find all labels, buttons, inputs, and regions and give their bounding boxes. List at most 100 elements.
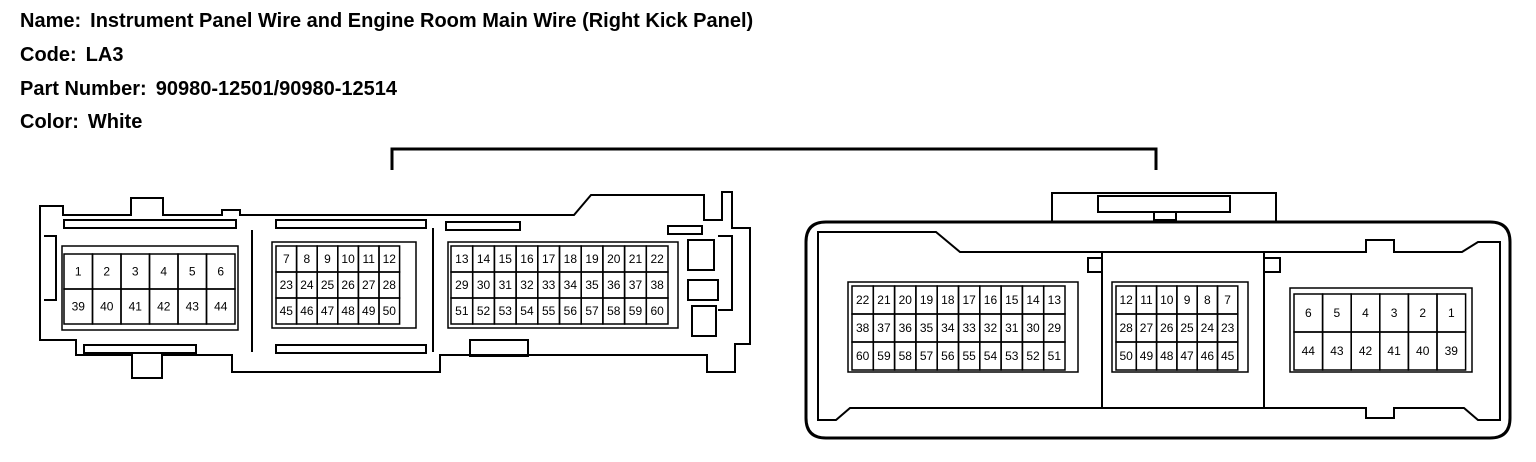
pin-number: 59 xyxy=(629,304,643,318)
pin-number: 30 xyxy=(1026,321,1040,335)
pin-number: 40 xyxy=(1416,344,1430,358)
pin-number: 36 xyxy=(899,321,913,335)
right-block-a-frame xyxy=(847,281,1079,373)
pin-number: 5 xyxy=(189,265,196,279)
pin-number: 29 xyxy=(1048,321,1062,335)
pin-number: 18 xyxy=(941,293,955,307)
pin-number: 41 xyxy=(1387,344,1401,358)
pin-number: 20 xyxy=(899,293,913,307)
pin-number: 21 xyxy=(629,252,643,266)
pin-number: 7 xyxy=(1224,293,1231,307)
pin-number: 27 xyxy=(1140,321,1154,335)
pin-number: 12 xyxy=(383,252,397,266)
pin-number: 30 xyxy=(477,278,491,292)
pin-number: 34 xyxy=(564,278,578,292)
pin-number: 35 xyxy=(585,278,599,292)
pin-number: 33 xyxy=(542,278,556,292)
pin-number: 25 xyxy=(321,278,335,292)
code-line: Code: LA3 xyxy=(20,44,123,67)
pin-number: 13 xyxy=(455,252,469,266)
right-divider-tab-1 xyxy=(1087,257,1103,273)
pin-number: 42 xyxy=(1359,344,1373,358)
pin-number: 26 xyxy=(1160,321,1174,335)
pin-number: 28 xyxy=(383,278,397,292)
pin-number: 47 xyxy=(321,304,335,318)
pin-number: 23 xyxy=(1221,321,1235,335)
right-block-c-frame xyxy=(1289,287,1473,373)
pin-number: 15 xyxy=(1005,293,1019,307)
pin-number: 49 xyxy=(362,304,376,318)
pin-number: 55 xyxy=(542,304,556,318)
left-latch-window-1 xyxy=(687,239,715,271)
pin-number: 2 xyxy=(1419,306,1426,320)
pin-number: 22 xyxy=(650,252,664,266)
pin-number: 19 xyxy=(920,293,934,307)
pin-number: 34 xyxy=(941,321,955,335)
pin-number: 41 xyxy=(129,300,143,314)
pin-number: 40 xyxy=(100,300,114,314)
pin-number: 54 xyxy=(984,349,998,363)
left-connector xyxy=(39,191,751,379)
pin-number: 44 xyxy=(1302,344,1316,358)
pin-number: 39 xyxy=(1445,344,1459,358)
pin-number: 21 xyxy=(877,293,891,307)
pin-number: 37 xyxy=(877,321,891,335)
left-bottom-rail-3 xyxy=(469,339,529,357)
pin-number: 38 xyxy=(650,278,664,292)
pin-number: 11 xyxy=(1140,293,1153,307)
right-block-b-frame xyxy=(1111,281,1249,373)
pin-number: 58 xyxy=(899,349,913,363)
pin-number: 42 xyxy=(157,300,171,314)
pin-number: 48 xyxy=(1160,349,1174,363)
pin-number: 35 xyxy=(920,321,934,335)
pin-number: 31 xyxy=(499,278,513,292)
pin-number: 4 xyxy=(1362,306,1369,320)
pin-number: 45 xyxy=(1221,349,1235,363)
pin-number: 10 xyxy=(341,252,355,266)
left-block-c-frame xyxy=(447,241,679,329)
left-block-b-frame xyxy=(271,241,417,329)
pin-number: 56 xyxy=(564,304,578,318)
pin-number: 24 xyxy=(300,278,314,292)
color-value: White xyxy=(87,111,143,133)
pin-number: 45 xyxy=(280,304,294,318)
code-value: LA3 xyxy=(85,44,124,66)
pin-cell xyxy=(1042,341,1066,371)
pin-number: 43 xyxy=(186,300,200,314)
pin-number: 39 xyxy=(72,300,86,314)
pin-number: 19 xyxy=(585,252,599,266)
pin-number: 38 xyxy=(856,321,870,335)
pin-number: 50 xyxy=(383,304,397,318)
left-block-a-frame xyxy=(61,245,239,331)
pin-number: 25 xyxy=(1180,321,1194,335)
pin-number: 32 xyxy=(984,321,998,335)
pin-number: 14 xyxy=(477,252,491,266)
pin-number: 33 xyxy=(962,321,976,335)
pin-number: 11 xyxy=(362,252,375,266)
pin-number: 46 xyxy=(300,304,314,318)
color-line: Color:White xyxy=(20,111,142,134)
pin-number: 32 xyxy=(520,278,534,292)
pin-number: 57 xyxy=(920,349,934,363)
pin-number: 14 xyxy=(1026,293,1040,307)
left-bottom-rail-2 xyxy=(275,344,427,354)
pin-number: 4 xyxy=(160,265,167,279)
pin-cell xyxy=(645,297,669,325)
pin-number: 16 xyxy=(984,293,998,307)
pin-number: 48 xyxy=(341,304,355,318)
connection-bracket xyxy=(390,147,1158,170)
left-top-rail-1 xyxy=(63,219,237,229)
pin-number: 3 xyxy=(132,265,139,279)
pin-number: 24 xyxy=(1201,321,1215,335)
pin-number: 6 xyxy=(217,265,224,279)
pin-number: 5 xyxy=(1334,306,1341,320)
name-line: Name:Instrument Panel Wire and Engine Ro… xyxy=(20,10,753,33)
pin-number: 1 xyxy=(75,265,82,279)
left-side-tab xyxy=(718,235,733,311)
left-inner-divider-3 xyxy=(44,235,57,301)
code-label: Code: xyxy=(20,44,77,66)
right-top-key-notch xyxy=(1153,212,1177,221)
right-connector xyxy=(804,192,1512,440)
pin-cell xyxy=(1436,331,1467,371)
